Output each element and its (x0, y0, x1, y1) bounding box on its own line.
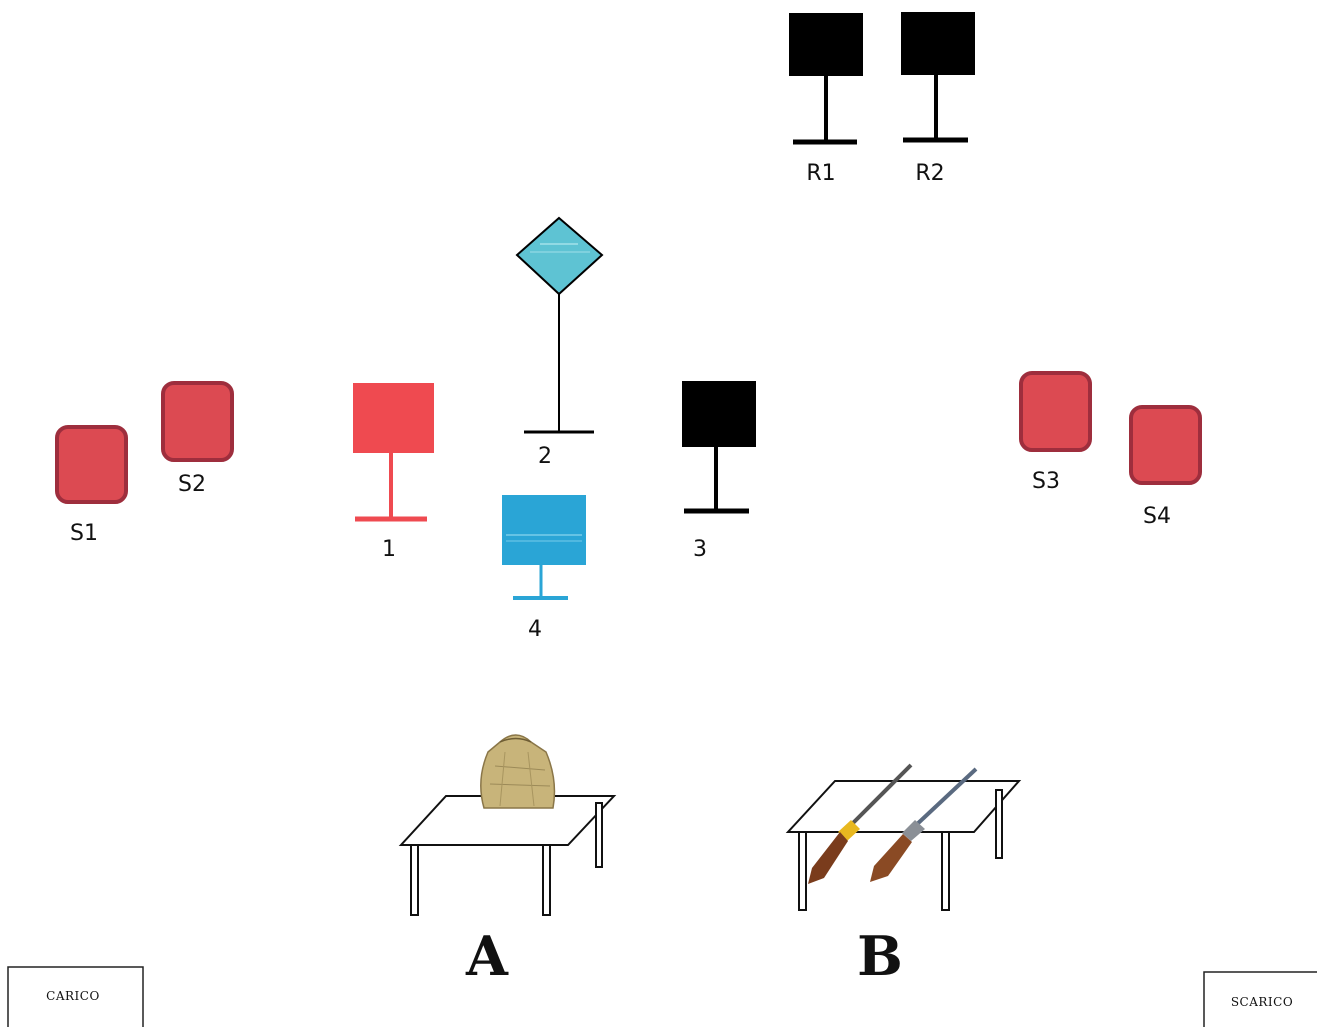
steel-s2-plate (161, 381, 234, 462)
shotguns-icon (808, 763, 978, 884)
unload-area-label: SCARICO (1231, 995, 1293, 1009)
table-b: B (785, 763, 1022, 988)
load-area-label: CARICO (46, 989, 100, 1003)
steel-s1-label: S1 (70, 521, 98, 546)
steel-s4: S4 (1129, 405, 1202, 529)
target-r2: R2 (901, 12, 975, 186)
target-1-panel (353, 383, 434, 453)
steel-s1-plate (55, 425, 128, 504)
steel-s3-plate (1019, 371, 1092, 452)
steel-s4-plate (1129, 405, 1202, 485)
bag-icon (480, 734, 556, 809)
target-4-label: 4 (528, 617, 542, 642)
unload-area: SCARICO (1203, 971, 1317, 1027)
steel-s3-label: S3 (1032, 469, 1060, 494)
target-2-diamond (515, 216, 604, 296)
target-2: 2 (515, 216, 604, 469)
target-1: 1 (353, 383, 434, 562)
target-r1: R1 (789, 13, 863, 186)
steel-s2: S2 (161, 381, 234, 497)
target-3: 3 (682, 381, 756, 562)
target-r2-panel (901, 12, 975, 75)
target-3-panel (682, 381, 756, 447)
load-area: CARICO (7, 966, 144, 1027)
table-a: A (398, 734, 617, 988)
target-1-label: 1 (382, 537, 396, 562)
table-b-label: B (857, 924, 903, 988)
steel-s4-label: S4 (1143, 504, 1171, 529)
target-r1-panel (789, 13, 863, 76)
target-4: 4 (502, 495, 586, 642)
target-r2-label: R2 (915, 161, 944, 186)
target-r1-label: R1 (806, 161, 835, 186)
steel-s1: S1 (55, 425, 128, 546)
table-a-label: A (465, 924, 509, 988)
steel-s3: S3 (1019, 371, 1092, 494)
target-2-label: 2 (538, 444, 552, 469)
target-4-panel (502, 495, 586, 565)
steel-s2-label: S2 (178, 472, 206, 497)
target-3-label: 3 (693, 537, 707, 562)
